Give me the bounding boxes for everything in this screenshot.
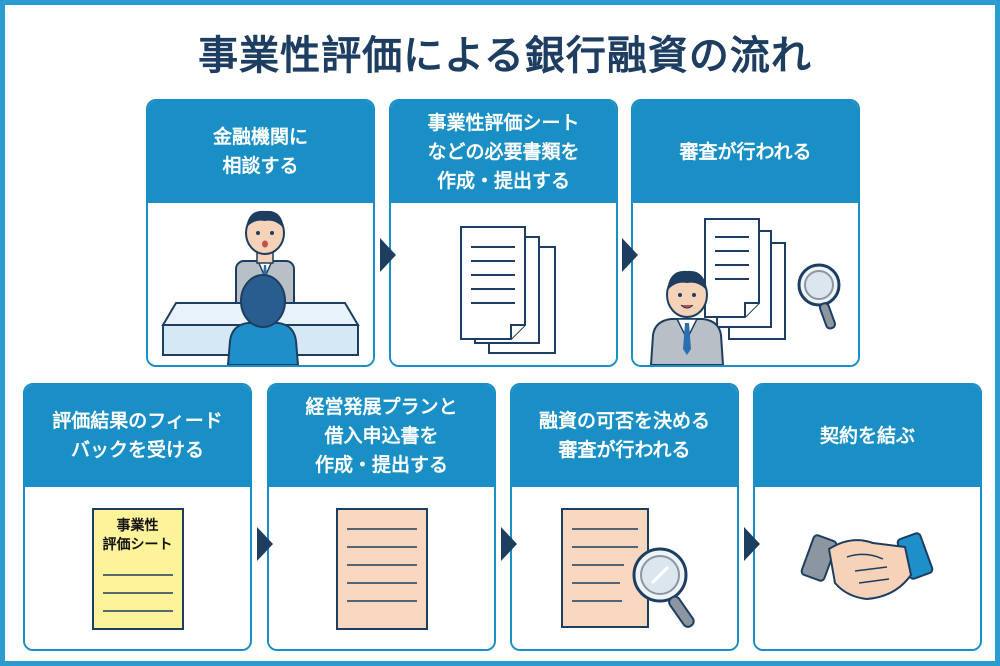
step-card-feedback: 評価結果のフィード バックを受ける 事業性 評価シート	[23, 383, 252, 651]
step-label: 評価結果のフィード バックを受ける	[25, 385, 250, 487]
step-card-contract: 契約を結ぶ	[753, 383, 982, 651]
step-label: 金融機関に 相談する	[148, 101, 373, 203]
step-label: 融資の可否を決める 審査が行われる	[512, 385, 737, 487]
arrow-right-icon	[622, 238, 638, 272]
step-card-consult: 金融機関に 相談する	[146, 99, 375, 367]
arrow-right-icon	[501, 527, 517, 561]
step-card-plan: 経営発展プランと 借入申込書を 作成・提出する	[267, 383, 496, 651]
step-label: 契約を結ぶ	[755, 385, 980, 487]
review-illustration	[633, 203, 858, 365]
step-label: 審査が行われる	[633, 101, 858, 203]
loan-review-illustration	[512, 487, 737, 649]
arrow-right-icon	[257, 527, 273, 561]
step-card-loan-review: 融資の可否を決める 審査が行われる	[510, 383, 739, 651]
consultation-illustration	[148, 203, 373, 365]
step-label: 経営発展プランと 借入申込書を 作成・提出する	[269, 385, 494, 487]
arrow-right-icon	[380, 238, 396, 272]
documents-illustration	[391, 203, 616, 365]
evaluation-sheet-title-line-1: 事業性	[116, 518, 159, 534]
evaluation-sheet-title-line-2: 評価シート	[102, 537, 173, 553]
page-title: 事業性評価による銀行融資の流れ	[198, 33, 812, 79]
step-card-documents: 事業性評価シート などの必要書類を 作成・提出する	[389, 99, 618, 367]
arrow-right-icon	[744, 527, 760, 561]
application-document-illustration	[269, 487, 494, 649]
step-card-review: 審査が行われる	[631, 99, 860, 367]
step-label: 事業性評価シート などの必要書類を 作成・提出する	[391, 101, 616, 203]
evaluation-sheet-illustration: 事業性 評価シート	[25, 487, 250, 649]
handshake-illustration	[755, 487, 980, 649]
